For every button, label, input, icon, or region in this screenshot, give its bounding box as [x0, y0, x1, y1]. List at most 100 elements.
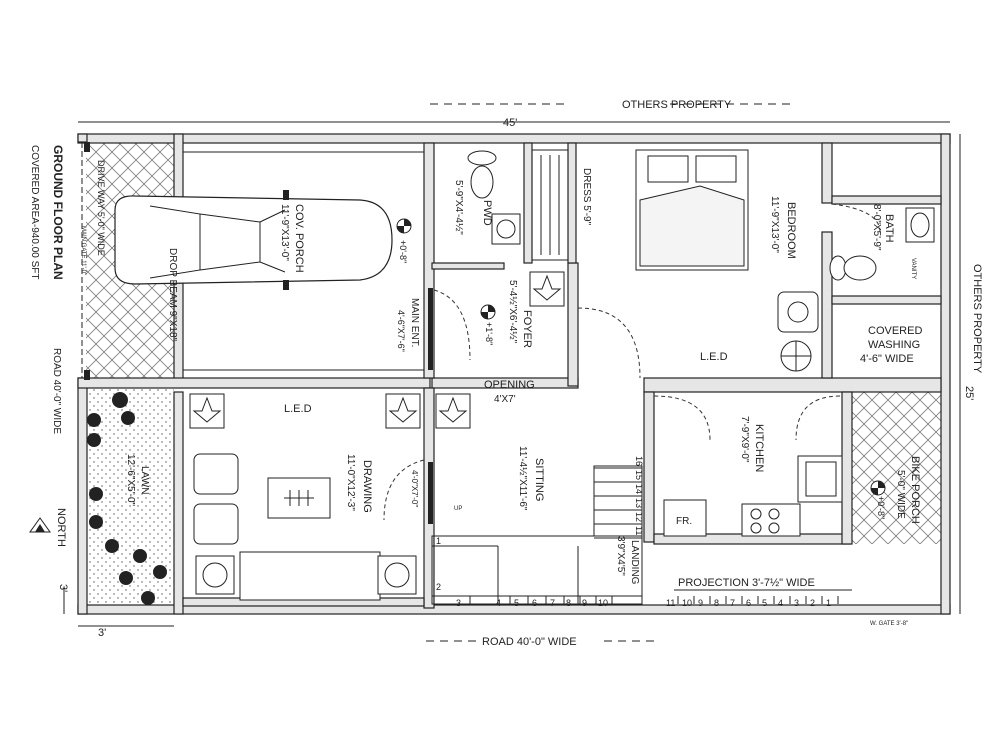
main-door — [428, 288, 433, 370]
stair-step-number: 6 — [532, 598, 537, 608]
bath-size: 8'-0"X5'-9" — [871, 204, 882, 251]
kitchen-size: 7'-9"X9'-0" — [739, 416, 750, 463]
stair-step-number: 2 — [810, 598, 815, 608]
bedroom-name: BEDROOM — [785, 202, 797, 259]
others-property-top: OTHERS PROPERTY — [622, 99, 732, 111]
lawn-name: LAWN — [139, 466, 150, 495]
car-icon — [114, 190, 393, 290]
covered-washing-1: COVERED — [868, 325, 922, 337]
projection-label: PROJECTION 3'-7½" WIDE — [678, 577, 815, 589]
stair-numbers-lower: 11 10 9 8 7 6 5 4 3 2 1 — [666, 596, 839, 608]
stair-step-number: 7 — [550, 598, 555, 608]
bath-fixtures — [829, 207, 935, 281]
stair-step-number: 2 — [436, 582, 441, 592]
pwd-name: PWD — [481, 200, 493, 226]
led-drawing: L.E.D — [284, 403, 312, 415]
stair-numbers-upper: 1 2 3 4 5 6 7 8 9 10 — [436, 536, 613, 608]
drop-beam-label: DROP BEAM 9"X18" — [167, 248, 178, 342]
stair-step-number: 16 — [634, 456, 644, 466]
dim-3-side: 3' — [57, 584, 69, 592]
opening-size: 4'X7' — [494, 394, 516, 405]
bike-porch-name: BIKE PORCH — [909, 456, 921, 524]
width-dimension: 45' — [503, 117, 517, 129]
foyer-level: +1'-8" — [484, 322, 494, 345]
drawing-door-size: 4'-0"X7'-0" — [410, 470, 419, 507]
stair-step-number: 6 — [746, 598, 751, 608]
sitting-size: 11'-4½"X11'-6" — [517, 446, 528, 511]
bedroom-size: 11'-9"X13'-0" — [769, 196, 780, 253]
pwd-size: 5'-9"X4'-4½" — [453, 180, 464, 235]
staircase — [431, 465, 852, 605]
planter-icon — [189, 271, 565, 429]
main-ent-label: MAIN ENT. — [409, 298, 420, 347]
up-label: UP — [454, 506, 462, 512]
stair-step-number: 3 — [794, 598, 799, 608]
stair-step-number: 5 — [514, 598, 519, 608]
stair-step-number: 9 — [582, 598, 587, 608]
vanity-label: VANITY — [910, 258, 916, 279]
cov-porch-size: 11'-9"X13'-0" — [279, 204, 290, 261]
sitting-name: SITTING — [533, 458, 545, 501]
bike-porch-size: 5'-0" WIDE — [895, 470, 906, 519]
north-label: NORTH — [55, 508, 67, 547]
stair-step-number: 9 — [698, 598, 703, 608]
stair-step-number: 14 — [634, 484, 644, 494]
stair-step-number: 4 — [496, 598, 501, 608]
opening-name: OPENING — [484, 379, 535, 391]
covered-washing-2: WASHING — [868, 339, 920, 351]
main-door-size: 4'-6"X7'-6" — [396, 310, 406, 352]
gate-post-top — [84, 142, 90, 152]
stair-step-number: 12 — [634, 512, 644, 522]
others-property-right: OTHERS PROPERTY — [971, 264, 983, 374]
stair-step-number: 13 — [634, 498, 644, 508]
door-swings — [383, 203, 881, 521]
covered-area: COVERED AREA-940.00 SFT — [29, 145, 40, 280]
stair-step-number: 11 — [666, 598, 675, 608]
w-gate: W. GATE 3'-8" — [870, 621, 908, 627]
road-bottom: ROAD 40'-0" WIDE — [482, 636, 577, 648]
stair-step-number: 5 — [762, 598, 767, 608]
dim-3-bottom: 3' — [98, 627, 106, 639]
bike-porch-level: +0'-8" — [876, 496, 886, 519]
drive-way-label: DRIVE WAY 5'-0" WIDE — [96, 160, 106, 256]
drawing-name: DRAWING — [361, 460, 373, 513]
stair-step-number: 1 — [436, 536, 441, 546]
basin-icon — [491, 213, 521, 245]
bed-icon — [635, 149, 749, 271]
gate-post-bottom — [84, 370, 90, 380]
road-side: ROAD 40'-0" WIDE — [51, 348, 62, 434]
kitchen-fixtures — [663, 455, 843, 537]
dimension-lines — [63, 103, 961, 642]
sofa-set — [193, 453, 417, 601]
interior-walls — [77, 142, 942, 609]
bike-porch-paving — [852, 392, 944, 544]
drawing-door — [428, 462, 433, 524]
stair-step-number: 8 — [714, 598, 719, 608]
plan-title: GROUND FLOOR PLAN — [51, 145, 65, 280]
depth-dimension: 25' — [963, 386, 975, 400]
covered-washing-3: 4'-6" WIDE — [860, 353, 914, 365]
lawn-size: 12'-6"X5'-0" — [125, 454, 136, 507]
foyer-name: FOYER — [521, 310, 533, 348]
dress-label: DRESS 5'-9" — [581, 168, 592, 226]
cov-porch-level: +0'-8" — [398, 240, 408, 263]
toilet-icon — [467, 150, 497, 199]
chair-icon — [777, 291, 819, 333]
tree-icons — [87, 392, 167, 605]
wardrobe — [531, 149, 569, 261]
kitchen-name: KITCHEN — [753, 424, 765, 472]
stair-step-number: 10 — [682, 598, 692, 608]
stair-step-number: 8 — [566, 598, 571, 608]
stair-step-number: 4 — [778, 598, 783, 608]
led-bedroom: L.E.D — [700, 351, 728, 363]
drawing-size: 11'-0"X12'-3" — [345, 454, 356, 511]
stair-step-number: 3 — [456, 598, 461, 608]
landing-size: 3'9"X4'5" — [615, 536, 626, 576]
main-gate-label: MAIN GATE 11'-0" — [80, 226, 86, 275]
stair-step-number: 7 — [730, 598, 735, 608]
stair-step-number: 15 — [634, 470, 644, 480]
stair-step-number: 1 — [826, 598, 831, 608]
level-markers — [396, 218, 886, 496]
stair-step-number: 10 — [598, 598, 608, 608]
